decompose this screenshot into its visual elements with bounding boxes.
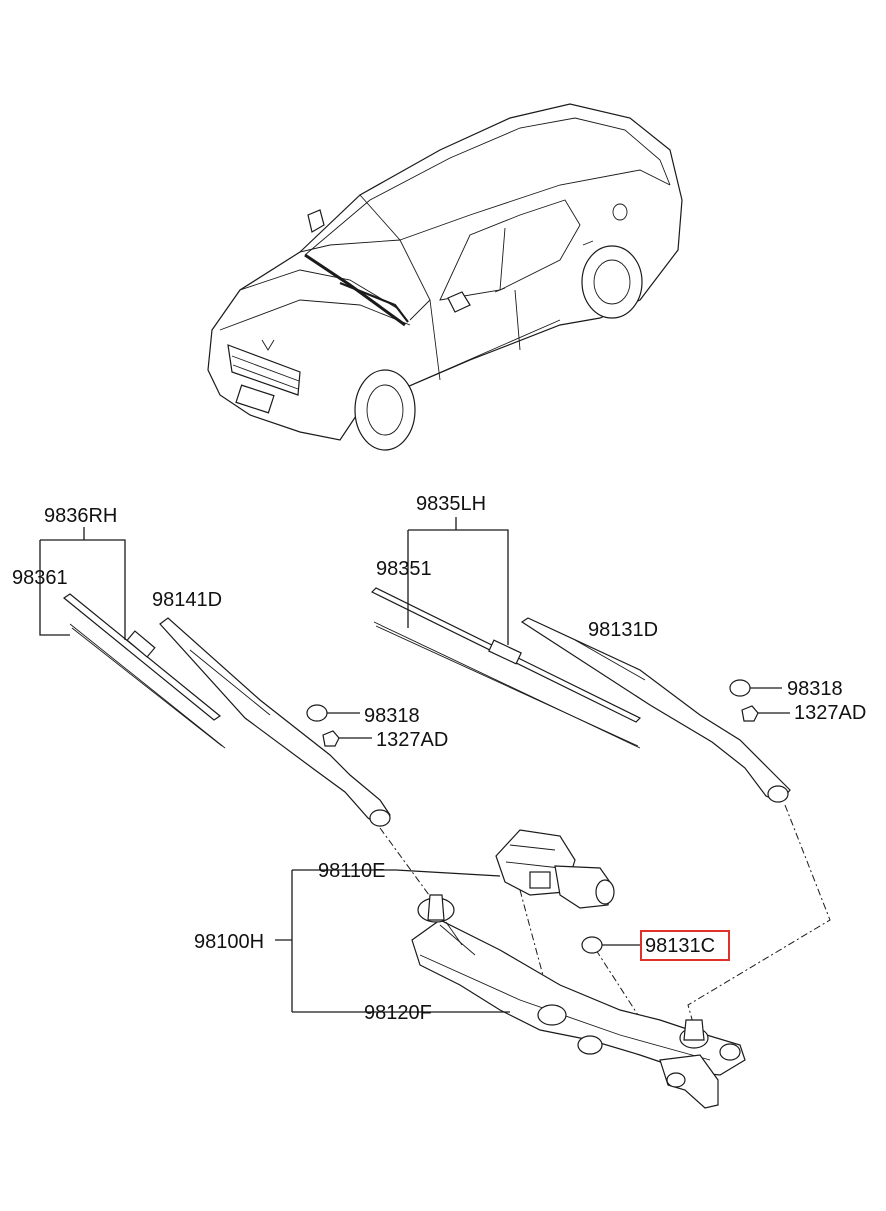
wiper-motor	[495, 829, 615, 909]
label-98131D: 98131D	[588, 619, 658, 641]
label-98100H: 98100H	[194, 931, 264, 953]
label-98131C: 98131C	[645, 935, 715, 957]
highlight-box-98131C	[640, 930, 730, 961]
label-98141D: 98141D	[152, 589, 222, 611]
centre-line-right	[687, 804, 831, 1031]
bracket-98100H	[275, 869, 440, 1013]
bracket-9836RH	[39, 527, 126, 640]
label-98110E: 98110E	[318, 860, 385, 882]
nut-1327AD-right	[741, 705, 790, 722]
centre-line-left	[379, 827, 441, 911]
wiper-arm-lh	[520, 617, 791, 803]
wiper-blade-rh	[62, 593, 226, 749]
wiper-arm-rh	[159, 617, 391, 827]
label-98120F: 98120F	[364, 1002, 432, 1024]
nut-98131C	[581, 936, 640, 954]
cap-98318-right	[729, 679, 782, 697]
label-1327AD-left: 1327AD	[376, 729, 448, 751]
cap-98318-left	[306, 704, 360, 722]
label-1327AD-right: 1327AD	[794, 702, 866, 724]
label-9836RH: 9836RH	[44, 505, 117, 527]
car-illustration	[207, 103, 683, 451]
label-98318-right: 98318	[787, 678, 843, 700]
label-9835LH: 9835LH	[416, 493, 486, 515]
wiper-blade-lh	[370, 587, 642, 749]
label-98351: 98351	[376, 558, 432, 580]
label-98318-left: 98318	[364, 705, 420, 727]
bracket-9835LH	[407, 517, 509, 645]
nut-1327AD-left	[322, 730, 372, 747]
wiper-linkage	[411, 894, 746, 1109]
label-98361: 98361	[12, 567, 68, 589]
